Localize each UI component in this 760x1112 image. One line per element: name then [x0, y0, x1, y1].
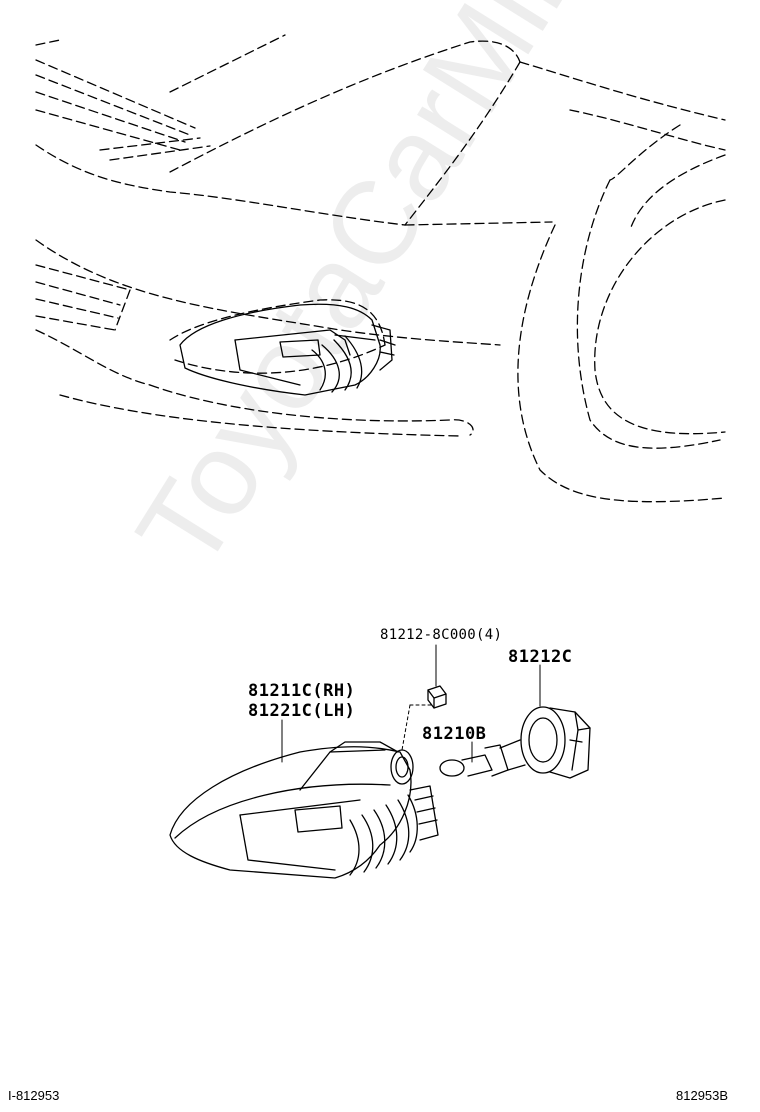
hood-surface-line [169, 40, 521, 173]
bumper-body [35, 239, 501, 346]
callout-lamp-rh: 81211C(RH) [248, 681, 356, 701]
fog-recess [169, 299, 386, 346]
callout-socket: 81212C [508, 647, 573, 667]
hood-edge [169, 34, 286, 93]
fender-line [404, 221, 553, 226]
leader-lines [281, 644, 541, 763]
callout-bracket-clip: 81212-8C000(4) [380, 627, 503, 643]
wheel-arch-inner [576, 179, 721, 449]
bracket-clip [427, 685, 447, 709]
illustration-id: I-812953 [8, 1088, 60, 1103]
a-pillar [404, 61, 521, 226]
callout-lamp-lh: 81221C(LH) [248, 701, 356, 721]
vehicle-outline [35, 34, 726, 503]
bumper-upper [35, 144, 406, 226]
callout-bulb: 81210B [422, 724, 487, 744]
bulb [439, 739, 526, 777]
tire [594, 199, 726, 435]
vehicle-fog-lamp [179, 303, 396, 396]
fog-lamp-housing [169, 741, 439, 879]
bulb-socket [520, 706, 591, 779]
figure-code: 812953B [676, 1088, 729, 1103]
wheel-arch-outer [517, 224, 726, 503]
